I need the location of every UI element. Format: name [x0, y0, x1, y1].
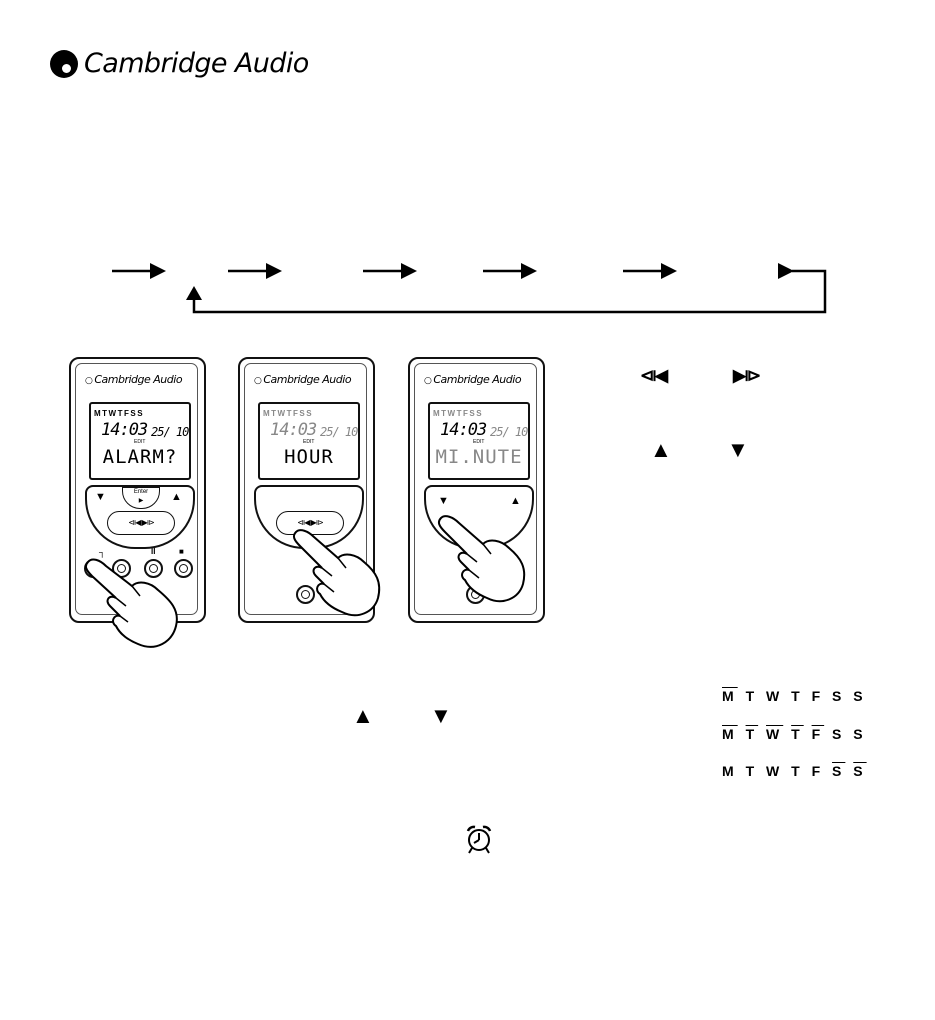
day-pattern-1: M T W T F S S	[722, 688, 867, 704]
lcd-days: MTWTFSS	[263, 409, 313, 418]
lcd-days: MTWTFSS	[94, 409, 144, 418]
day-letter: M	[722, 688, 738, 704]
day-letter: T	[791, 726, 804, 742]
day-letter: F	[812, 688, 825, 704]
day-pattern-2: M T W T F S S	[722, 726, 867, 742]
up-arrow-icon: ▲	[352, 703, 374, 729]
day-letter: M	[722, 726, 738, 742]
lcd-time: 14:03	[101, 420, 147, 440]
brand-name: Cambridge Audio	[84, 48, 309, 79]
enter-label: Enter	[123, 488, 159, 497]
up-button[interactable]: ▲	[510, 495, 521, 507]
lcd-time: 14:03	[440, 420, 486, 440]
device-brand: Cambridge Audio	[424, 373, 521, 386]
pointing-hand-icon	[435, 508, 535, 608]
down-arrow-icon: ▼	[727, 437, 749, 463]
day-letter: S	[832, 726, 845, 742]
day-letter: S	[832, 688, 845, 704]
day-letter: W	[766, 726, 783, 742]
alarm-clock-icon	[465, 824, 493, 856]
day-letter: W	[766, 763, 783, 779]
day-letter: T	[791, 763, 804, 779]
day-letter: T	[746, 726, 759, 742]
flow-arrow	[228, 263, 282, 279]
lcd-edit-label: EDIT	[134, 439, 145, 445]
day-letter: S	[853, 688, 866, 704]
skip-forward-icon: ▶⧐	[733, 366, 759, 386]
day-letter: S	[853, 726, 866, 742]
skip-back-icon: ⧏◀	[640, 366, 666, 386]
day-letter: F	[812, 763, 825, 779]
pointing-hand-icon	[290, 522, 390, 622]
down-arrow-icon: ▼	[430, 703, 452, 729]
day-letter: M	[722, 763, 738, 779]
play-icon: ▶	[123, 497, 159, 506]
pointing-hand-icon	[80, 548, 190, 658]
lcd-main-text: HOUR	[260, 446, 358, 468]
down-button[interactable]: ▼	[438, 495, 449, 507]
down-button[interactable]: ▼	[95, 491, 106, 503]
day-letter: W	[766, 688, 783, 704]
day-letter: T	[746, 763, 759, 779]
up-arrow-icon: ▲	[650, 437, 672, 463]
flow-arrow	[623, 263, 677, 279]
up-button[interactable]: ▲	[171, 491, 182, 503]
day-letter: T	[746, 688, 759, 704]
lcd-display: MTWTFSS 14:03 25/ 10 EDIT MI.NUTE	[428, 402, 530, 480]
flow-arrow	[112, 263, 166, 279]
skip-buttons[interactable]: ⧏◀ ▶⧐	[107, 511, 175, 535]
day-letter: S	[832, 763, 845, 779]
flow-diagram	[0, 250, 935, 325]
day-letter: T	[791, 688, 804, 704]
lcd-display: MTWTFSS 14:03 25/ 10 EDIT ALARM?	[89, 402, 191, 480]
day-pattern-3: M T W T F S S	[722, 763, 867, 779]
flow-arrow	[363, 263, 417, 279]
lcd-days: MTWTFSS	[433, 409, 483, 418]
lcd-date: 25/ 10	[320, 425, 357, 439]
lcd-main-text: MI.NUTE	[430, 446, 528, 468]
lcd-date: 25/ 10	[151, 425, 188, 439]
brand-header: Cambridge Audio	[50, 48, 309, 79]
day-letter: F	[812, 726, 825, 742]
lcd-edit-label: EDIT	[473, 439, 484, 445]
lcd-main-text: ALARM?	[91, 446, 189, 468]
lcd-display: MTWTFSS 14:03 25/ 10 EDIT HOUR	[258, 402, 360, 480]
lcd-time: 14:03	[270, 420, 316, 440]
lcd-date: 25/ 10	[490, 425, 527, 439]
day-letter: S	[853, 763, 866, 779]
cambridge-audio-logo-icon	[50, 50, 78, 78]
device-brand: Cambridge Audio	[85, 373, 182, 386]
device-brand: Cambridge Audio	[254, 373, 351, 386]
flow-arrow	[483, 263, 537, 279]
enter-button[interactable]: Enter ▶	[122, 487, 160, 509]
lcd-edit-label: EDIT	[303, 439, 314, 445]
